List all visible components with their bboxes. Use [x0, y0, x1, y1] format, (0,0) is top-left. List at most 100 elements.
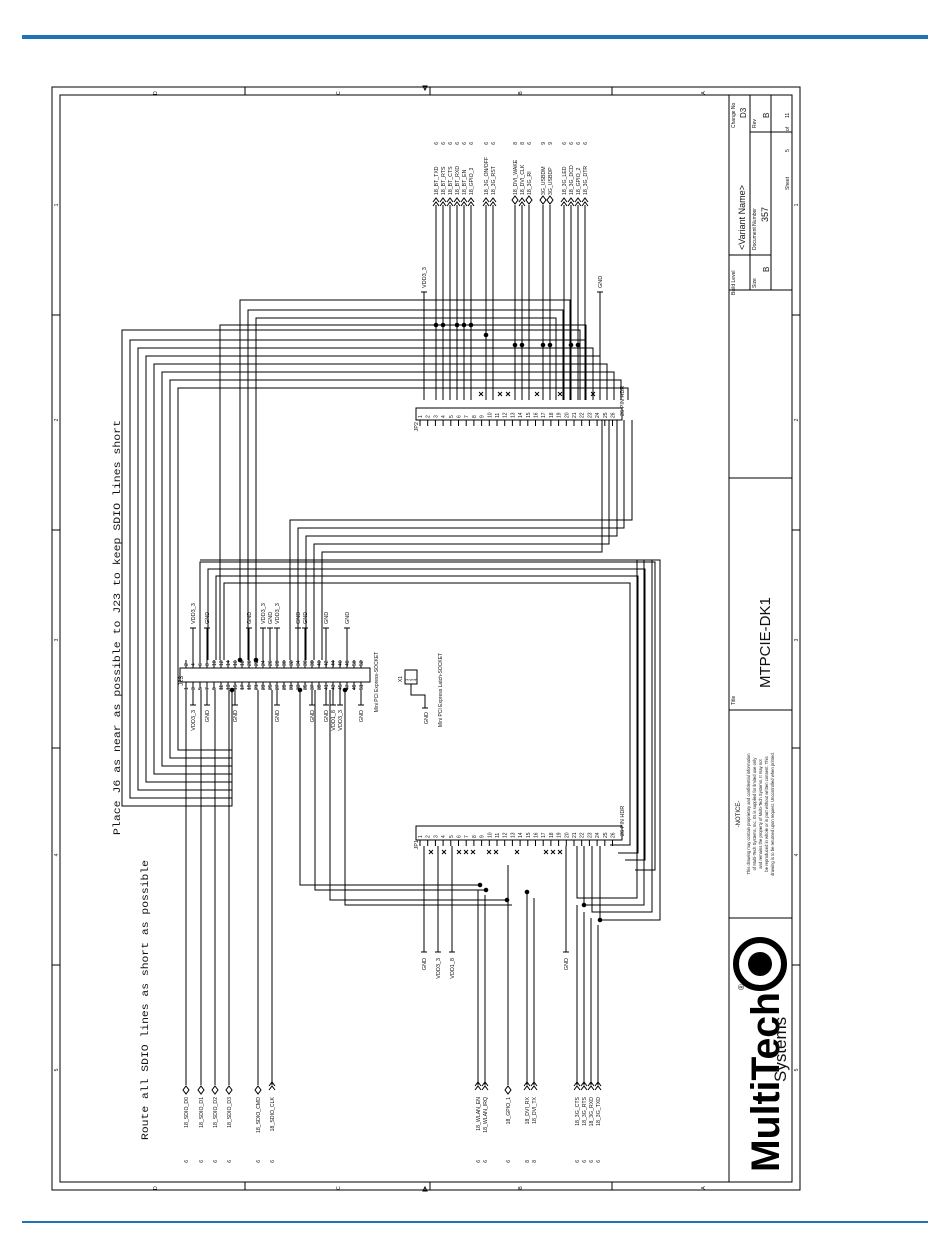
signal-sheet-ref: 6 [589, 1160, 595, 1163]
jp2-net-label-group: GND [598, 276, 604, 288]
no-connect-mark [441, 849, 447, 855]
port-chevron [439, 197, 447, 203]
jp1-body [415, 825, 623, 841]
zone-col-label-right-group: 2 [794, 418, 800, 421]
junction-dot [229, 687, 235, 693]
jp2-pin-number: 7 [464, 415, 470, 418]
j23-net-label: VDD3_3 [338, 710, 344, 731]
j23-pin-number-group: 22 [254, 660, 260, 666]
signal-label-bottom-group: 18_SDIO_D2 [213, 1097, 219, 1128]
signal-label-bottom-group: 18_3G_RXD [589, 1097, 595, 1127]
signal-label-top-group: 18_BT_RXD [455, 166, 461, 195]
j23-pin-number: 24 [261, 660, 267, 666]
signal-sheet-ref-group: 6 [476, 1160, 482, 1163]
signal-label-top: 18_3G_RST [491, 165, 497, 195]
j23-pin-number-group: 38 [310, 660, 316, 666]
j23-pin-number: 16 [233, 660, 239, 666]
signal-label-bottom-group: 18_SDIO_D3 [227, 1097, 233, 1128]
j23-pin-number: 50 [352, 660, 358, 666]
port-chevron [574, 201, 582, 207]
signal-sheet-ref: 8 [532, 1160, 538, 1163]
port-chevron [530, 1085, 538, 1091]
port-chevron [474, 1081, 482, 1087]
jp2-pin-number-group: 4 [441, 415, 447, 418]
signal-label-bottom: 18_SDIO_CMD [256, 1097, 262, 1133]
j23-net-label: GND [310, 710, 316, 722]
logo-ring [733, 937, 787, 991]
jp1-pin-number: 16 [534, 832, 540, 838]
zone-row-label-top-group: A [701, 91, 707, 95]
j23-net-label: GND [303, 612, 309, 624]
j23-pin-number-group: 20 [247, 660, 253, 666]
jp1-pin-number: 21 [572, 832, 578, 838]
j23-body [179, 667, 371, 683]
signal-sheet-ref: 6 [469, 142, 475, 145]
j23-pin-number-group: 12 [219, 660, 225, 666]
x1-pin-number: 1 [404, 678, 409, 681]
j23-pin-number: 1 [184, 687, 190, 690]
x1-pin-number: 4 [412, 678, 417, 681]
jp2-pin-number: 16 [534, 412, 540, 418]
x1-net-label-group: GND [424, 712, 430, 724]
jp1-net-label-group: VDD3_3 [436, 958, 442, 979]
port-chevron [460, 201, 468, 207]
j23-pin-number-group: 39 [317, 684, 323, 690]
j23-pin-number: 15 [233, 684, 239, 690]
signal-label-top-group: 3G_USBDP [548, 167, 554, 195]
j23-net-label-group: GND [268, 612, 274, 624]
signal-label-bottom-group: 18_SDIO_CLK [270, 1096, 276, 1131]
port-diamond [254, 1085, 262, 1095]
jp1-pin-number-group: 10 [487, 832, 493, 838]
j23-pin-number: 18 [240, 660, 246, 666]
j23-pin-number: 5 [198, 687, 204, 690]
j23-pin-number-group: 52 [359, 660, 365, 666]
j23-net-label-group: VDD3_3 [338, 710, 344, 731]
sheet-total: 11 [785, 113, 791, 118]
port-diamond [225, 1085, 233, 1095]
jp2-pin-number-group: 2 [426, 415, 432, 418]
jp2-pin-number: 8 [472, 415, 478, 418]
no-connect-mark [493, 849, 499, 855]
signal-label-top: 18_3G_ON/OFF [484, 157, 490, 195]
port-chevron [573, 1081, 581, 1087]
port-chevron [453, 201, 461, 207]
jp2-pin-number: 10 [487, 412, 493, 418]
x1-ref: X1 [398, 676, 404, 682]
route-net [239, 299, 571, 660]
jp2-pin-number-group: 22 [580, 412, 586, 418]
rev-label: Rev [752, 119, 758, 128]
j23-pin-number: 39 [317, 684, 323, 690]
j23-pin-number: 51 [359, 684, 365, 690]
logo-wordmark: MultiTech [744, 992, 788, 1172]
title-label: Title [731, 696, 737, 705]
signal-label-top: 18_GPIO_3 [469, 167, 475, 195]
route-net [177, 387, 629, 751]
j23-net-label: VDD3_3 [275, 603, 281, 624]
jp1-name: 26 PIN HDR [620, 806, 626, 836]
signal-sheet-ref-group: 6 [469, 142, 475, 145]
j23-net-label-group: GND [247, 612, 253, 624]
signal-sheet-ref: 9 [541, 142, 547, 145]
change-no-value: D3 [739, 107, 748, 118]
signal-label-bottom-group: 18_GPIO_1 [506, 1097, 512, 1125]
notice-line-group: and remains the property of Multi-Tech S… [758, 758, 763, 868]
port-chevron [560, 201, 568, 207]
signal-label-top: 18_BT_RXD [455, 166, 461, 195]
jp2-pin-number: 19 [557, 412, 563, 418]
j23-name: Mini PCI Express-SOCKET [374, 652, 380, 713]
zone-row-label-bottom: C [336, 1186, 342, 1190]
jp1-pin-number: 23 [587, 832, 593, 838]
signal-label-bottom: 18_3G_CTS [575, 1096, 581, 1125]
signal-label-bottom-group: 18_WLAN_IRQ [483, 1097, 489, 1133]
j23-pin-number: 26 [268, 660, 274, 666]
signal-label-bottom-group: 18_WLAN_EN [476, 1097, 482, 1131]
signal-sheet-ref: 6 [582, 1160, 588, 1163]
jp1-pin-number-group: 4 [441, 835, 447, 838]
j23-pin-number: 21 [254, 684, 260, 690]
bottom-accent-bar [22, 1221, 928, 1223]
j23-pin-number: 13 [226, 684, 232, 690]
jp1-pin-number-group: 24 [595, 832, 601, 838]
zone-row-label-bottom-group: C [336, 1186, 342, 1190]
signal-label-bottom: 18_SDIO_D3 [227, 1097, 233, 1128]
signal-label-top-group: 18_3G_ON/OFF [484, 157, 490, 195]
